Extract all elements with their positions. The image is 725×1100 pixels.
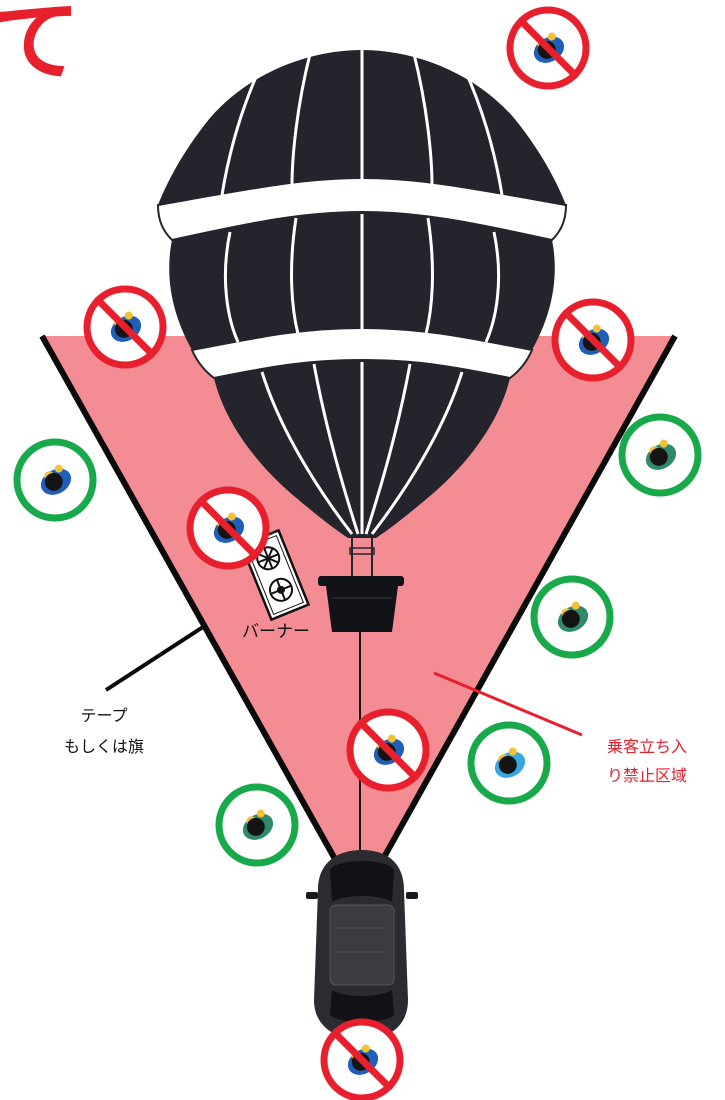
prohibited-slash bbox=[94, 296, 156, 358]
person-icon bbox=[557, 601, 589, 632]
prohibited-person-marker bbox=[320, 1018, 404, 1100]
person-icon bbox=[645, 439, 677, 470]
prohibited-slash bbox=[357, 719, 419, 781]
person-icon bbox=[494, 747, 526, 778]
basket bbox=[326, 586, 398, 632]
restricted-label-line2: り禁止区域 bbox=[607, 766, 687, 785]
hot-air-balloon bbox=[156, 50, 568, 632]
person-icon bbox=[40, 464, 72, 495]
prohibited-person-marker bbox=[186, 486, 270, 570]
allowed-person-marker bbox=[618, 413, 702, 497]
restricted-pointer-line bbox=[433, 671, 583, 737]
vehicle-top-view bbox=[306, 850, 418, 1040]
prohibited-person-marker bbox=[551, 298, 635, 382]
burner-icon bbox=[256, 546, 293, 602]
prohibited-person-marker bbox=[83, 285, 167, 369]
heading-fragment: て bbox=[0, 0, 80, 93]
tape-line-left bbox=[39, 334, 343, 870]
prohibited-slash bbox=[517, 17, 579, 79]
burner-label: バーナー bbox=[242, 622, 310, 642]
people-layer bbox=[13, 6, 702, 1100]
person-icon bbox=[242, 809, 274, 840]
prohibited-slash bbox=[197, 497, 259, 559]
tape-label-line2: もしくは旗 bbox=[64, 737, 144, 756]
allowed-person-marker bbox=[13, 438, 97, 522]
allowed-person-marker bbox=[530, 575, 614, 659]
prohibited-person-marker bbox=[346, 708, 430, 792]
tape-label-line1: テープ bbox=[80, 706, 127, 725]
allowed-person-marker bbox=[467, 721, 551, 805]
tape-line-right bbox=[375, 334, 678, 870]
prohibited-slash bbox=[562, 309, 624, 371]
allowed-person-marker bbox=[215, 783, 299, 867]
tape-pointer-line bbox=[104, 625, 205, 692]
envelope-label: 球皮 bbox=[345, 188, 379, 208]
restricted-label-line1: 乗客立ち入 bbox=[607, 737, 687, 756]
prohibited-slash bbox=[331, 1029, 393, 1091]
basket-rim bbox=[318, 576, 404, 586]
prohibited-person-marker bbox=[506, 6, 590, 90]
